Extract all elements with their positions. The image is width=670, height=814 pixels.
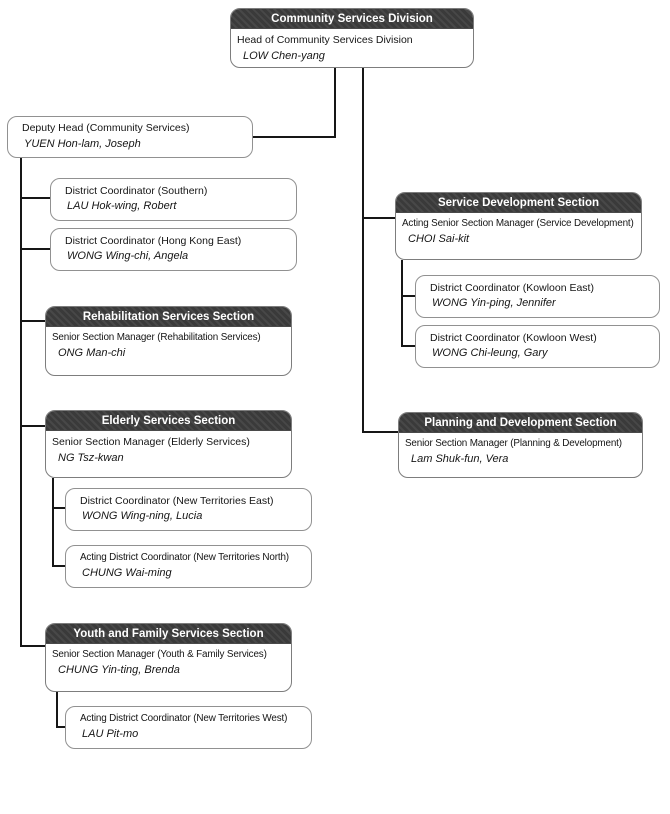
dc-nt-west-name: LAU Pit-mo bbox=[82, 727, 139, 740]
elderly-manager-name: NG Tsz-kwan bbox=[58, 451, 124, 464]
connector-youth-horizontal bbox=[20, 645, 45, 647]
connector-deputy-horizontal bbox=[253, 136, 336, 138]
node-dc-kowloon-west: District Coordinator (Kowloon West) WONG… bbox=[415, 325, 660, 368]
dc-nt-west-role: Acting District Coordinator (New Territo… bbox=[80, 713, 288, 725]
connector-right-spine-vertical bbox=[362, 68, 364, 433]
dc-kowloon-east-name: WONG Yin-ping, Jennifer bbox=[432, 297, 556, 310]
connector-nt-west-horizontal bbox=[56, 726, 65, 728]
youth-manager-role: Senior Section Manager (Youth & Family S… bbox=[52, 649, 267, 660]
node-planning-development-section: Planning and Development Section Senior … bbox=[398, 412, 643, 478]
connector-elderly-horizontal bbox=[20, 425, 45, 427]
node-dc-kowloon-east: District Coordinator (Kowloon East) WONG… bbox=[415, 275, 660, 318]
connector-nt-east-horizontal bbox=[52, 507, 65, 509]
node-rehabilitation-section: Rehabilitation Services Section Senior S… bbox=[45, 306, 292, 376]
connector-elderly-sub-vertical bbox=[52, 478, 54, 567]
dc-southern-name: LAU Hok-wing, Robert bbox=[67, 200, 177, 213]
division-title: Community Services Division bbox=[231, 9, 473, 29]
division-head-name: LOW Chen-yang bbox=[243, 49, 325, 62]
youth-manager-name: CHUNG Yin-ting, Brenda bbox=[58, 663, 180, 676]
rehab-manager-role: Senior Section Manager (Rehabilitation S… bbox=[52, 332, 261, 343]
node-dc-nt-north: Acting District Coordinator (New Territo… bbox=[65, 545, 312, 588]
planning-section-title: Planning and Development Section bbox=[399, 413, 642, 433]
planning-manager-role: Senior Section Manager (Planning & Devel… bbox=[405, 438, 622, 449]
node-deputy-head: Deputy Head (Community Services) YUEN Ho… bbox=[7, 116, 253, 158]
dc-southern-role: District Coordinator (Southern) bbox=[65, 184, 208, 197]
youth-section-title: Youth and Family Services Section bbox=[46, 624, 291, 644]
connector-hk-east-horizontal bbox=[20, 248, 50, 250]
dc-kowloon-west-role: District Coordinator (Kowloon West) bbox=[430, 331, 597, 344]
dc-kowloon-east-role: District Coordinator (Kowloon East) bbox=[430, 281, 594, 294]
node-dc-nt-west: Acting District Coordinator (New Territo… bbox=[65, 706, 312, 749]
node-service-development-section: Service Development Section Acting Senio… bbox=[395, 192, 642, 260]
connector-planning-horizontal bbox=[362, 431, 398, 433]
dc-hk-east-name: WONG Wing-chi, Angela bbox=[67, 250, 189, 263]
rehab-manager-name: ONG Man-chi bbox=[58, 346, 126, 359]
connector-nt-north-horizontal bbox=[52, 565, 65, 567]
node-community-services-division: Community Services Division Head of Comm… bbox=[230, 8, 474, 68]
connector-southern-horizontal bbox=[20, 197, 50, 199]
connector-top-to-deputy-vertical bbox=[334, 68, 336, 138]
service-dev-section-title: Service Development Section bbox=[396, 193, 641, 213]
dc-nt-east-name: WONG Wing-ning, Lucia bbox=[82, 510, 203, 523]
rehab-section-title: Rehabilitation Services Section bbox=[46, 307, 291, 327]
connector-youth-sub-vertical bbox=[56, 692, 58, 728]
node-elderly-section: Elderly Services Section Senior Section … bbox=[45, 410, 292, 478]
dc-hk-east-role: District Coordinator (Hong Kong East) bbox=[65, 234, 242, 247]
dc-nt-east-role: District Coordinator (New Territories Ea… bbox=[80, 494, 274, 507]
connector-service-dev-horizontal bbox=[362, 217, 395, 219]
connector-kowloon-east-horizontal bbox=[401, 295, 415, 297]
node-dc-nt-east: District Coordinator (New Territories Ea… bbox=[65, 488, 312, 531]
service-dev-manager-role: Acting Senior Section Manager (Service D… bbox=[402, 218, 634, 229]
division-head-role: Head of Community Services Division bbox=[237, 34, 413, 46]
service-dev-manager-name: CHOI Sai-kit bbox=[408, 232, 470, 245]
dc-nt-north-role: Acting District Coordinator (New Territo… bbox=[80, 552, 289, 564]
node-dc-hong-kong-east: District Coordinator (Hong Kong East) WO… bbox=[50, 228, 297, 271]
dc-kowloon-west-name: WONG Chi-leung, Gary bbox=[432, 347, 548, 360]
dc-nt-north-name: CHUNG Wai-ming bbox=[82, 566, 172, 579]
node-dc-southern: District Coordinator (Southern) LAU Hok-… bbox=[50, 178, 297, 221]
elderly-manager-role: Senior Section Manager (Elderly Services… bbox=[52, 436, 250, 448]
deputy-role: Deputy Head (Community Services) bbox=[22, 122, 190, 135]
elderly-section-title: Elderly Services Section bbox=[46, 411, 291, 431]
connector-rehab-horizontal bbox=[20, 320, 45, 322]
connector-service-dev-sub-vertical bbox=[401, 260, 403, 347]
connector-left-spine-vertical bbox=[20, 158, 22, 647]
connector-kowloon-west-horizontal bbox=[401, 345, 415, 347]
planning-manager-name: Lam Shuk-fun, Vera bbox=[411, 452, 509, 465]
deputy-name: YUEN Hon-lam, Joseph bbox=[24, 137, 141, 150]
node-youth-family-section: Youth and Family Services Section Senior… bbox=[45, 623, 292, 692]
